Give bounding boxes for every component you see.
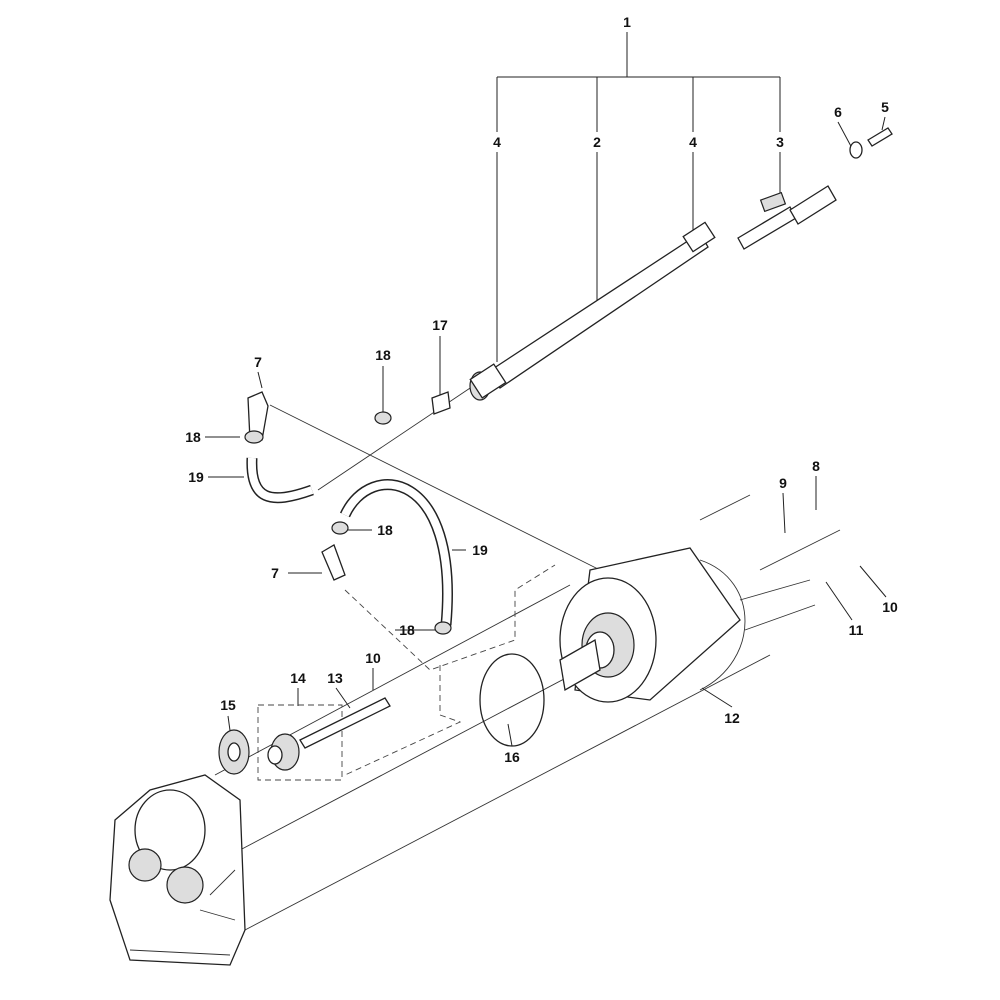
callout-9: 9 (779, 475, 787, 491)
callout-7: 7 (271, 565, 279, 581)
bearing-assembly (218, 697, 391, 775)
callout-19: 19 (472, 542, 488, 558)
motor (559, 547, 746, 703)
callout-8: 8 (812, 458, 820, 474)
construction-lines (214, 367, 841, 931)
callout-10: 10 (882, 599, 898, 615)
callout-14: 14 (290, 670, 306, 686)
callout-11: 11 (849, 622, 864, 638)
callout-7: 7 (254, 354, 262, 370)
callout-labels: 1 4 2 4 3 6 5 17 18 7 18 19 18 19 7 18 1… (185, 14, 898, 765)
gear-housing (109, 774, 246, 966)
callout-18: 18 (377, 522, 393, 538)
hoses (244, 391, 453, 635)
callout-19: 19 (188, 469, 204, 485)
callout-18: 18 (399, 622, 415, 638)
callout-5: 5 (881, 99, 889, 115)
o-ring (479, 653, 545, 747)
leader-lines (205, 32, 887, 747)
callout-13: 13 (327, 670, 343, 686)
callout-3: 3 (776, 134, 784, 150)
hose-assembly (431, 127, 893, 415)
callout-12: 12 (724, 710, 740, 726)
callout-6: 6 (834, 104, 842, 120)
callout-18: 18 (185, 429, 201, 445)
callout-4: 4 (493, 134, 501, 150)
callout-1: 1 (623, 14, 631, 30)
callout-15: 15 (220, 697, 236, 713)
callout-17: 17 (432, 317, 448, 333)
callout-10: 10 (365, 650, 381, 666)
callout-2: 2 (593, 134, 601, 150)
callout-18: 18 (375, 347, 391, 363)
callout-16: 16 (504, 749, 520, 765)
callout-4: 4 (689, 134, 697, 150)
